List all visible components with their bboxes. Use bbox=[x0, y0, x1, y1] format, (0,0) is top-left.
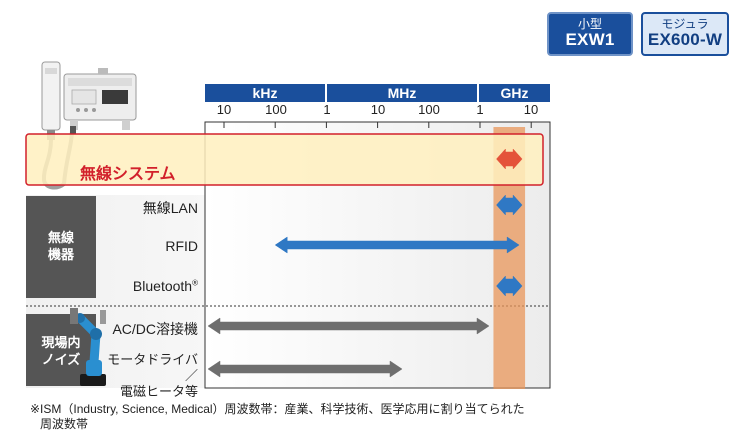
bluetooth-text: Bluetooth bbox=[132, 278, 193, 294]
band-mhz: MHz bbox=[327, 84, 477, 102]
range-arrow-welder bbox=[207, 317, 490, 335]
footnote-line2: 周波数帯 bbox=[40, 417, 89, 431]
row-label-bluetooth: Bluetooth® bbox=[100, 278, 198, 294]
tick-label: 10 bbox=[216, 102, 232, 117]
row-label-welder: AC/DC溶接機 bbox=[112, 321, 198, 337]
ex600w-badge-line1: モジュラ bbox=[661, 17, 709, 31]
system-row-frame bbox=[25, 133, 544, 186]
row-label-rfid: RFID bbox=[165, 238, 198, 254]
product-illustration bbox=[41, 61, 137, 190]
range-arrow-bluetooth bbox=[496, 275, 523, 297]
row-label-motor-line1: モータドライバ／ bbox=[107, 352, 198, 383]
category-wireless: 無線 機器 bbox=[26, 196, 96, 298]
tick-label: 100 bbox=[418, 102, 440, 117]
tick-marks bbox=[223, 122, 532, 128]
robot-arm-icon bbox=[70, 308, 106, 386]
footnote: ※ISM（Industry, Science, Medical）周波数帯：産業、… bbox=[30, 402, 525, 432]
band-ghz: GHz bbox=[479, 84, 550, 102]
row-label-motor: モータドライバ／ 電磁ヒータ等 bbox=[104, 352, 198, 400]
range-arrow-rfid bbox=[274, 236, 520, 254]
tick-label: 1 bbox=[323, 102, 331, 117]
range-arrow-system bbox=[496, 148, 523, 170]
tick-label: 100 bbox=[265, 102, 287, 117]
row-label-wlan: 無線LAN bbox=[142, 200, 198, 216]
footnote-line1: ※ISM（Industry, Science, Medical）周波数帯：産業、… bbox=[30, 402, 525, 416]
category-wireless-line2: 機器 bbox=[47, 247, 74, 262]
exw1-badge: 小型 EXW1 bbox=[547, 12, 633, 56]
tick-label: 10 bbox=[523, 102, 539, 117]
ex600w-badge: モジュラ EX600-W bbox=[641, 12, 729, 56]
range-arrows bbox=[207, 148, 523, 378]
range-arrow-wlan bbox=[496, 194, 523, 216]
range-arrow-motor bbox=[207, 360, 403, 378]
ex600w-badge-line2: EX600-W bbox=[647, 29, 723, 49]
category-noise-line2: ノイズ bbox=[41, 352, 81, 367]
band-khz: kHz bbox=[205, 84, 325, 102]
exw1-badge-line2: EXW1 bbox=[565, 29, 615, 49]
category-wireless-line1: 無線 bbox=[47, 230, 74, 245]
tick-label: 10 bbox=[370, 102, 386, 117]
tick-label: 1 bbox=[476, 102, 484, 117]
system-label: 無線システム bbox=[80, 166, 176, 183]
row-label-motor-line2: 電磁ヒータ等 bbox=[119, 384, 198, 399]
category-noise-line1: 現場内 bbox=[41, 335, 81, 350]
exw1-badge-line1: 小型 bbox=[577, 17, 602, 31]
bluetooth-mark: ® bbox=[192, 278, 198, 288]
